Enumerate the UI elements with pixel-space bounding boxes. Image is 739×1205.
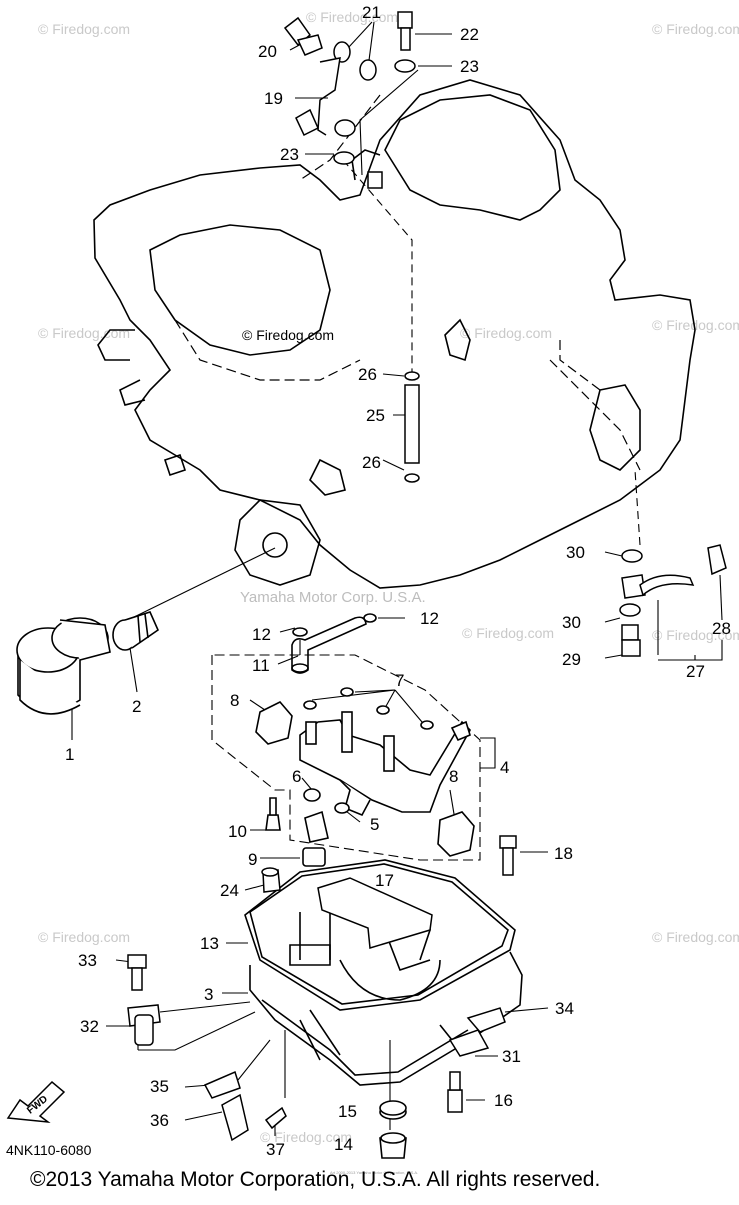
callout-17: 17 xyxy=(375,871,394,890)
callout-31: 31 xyxy=(502,1047,521,1066)
callout-16: 16 xyxy=(494,1091,513,1110)
callout-22: 22 xyxy=(460,25,479,44)
callout-32: 32 xyxy=(80,1017,99,1036)
callout-12: 12 xyxy=(420,609,439,628)
callout-33: 33 xyxy=(78,951,97,970)
oil-pump xyxy=(299,687,471,817)
callout-14: 14 xyxy=(334,1135,353,1154)
callout-28: 28 xyxy=(712,619,731,638)
callout-3: 3 xyxy=(204,985,213,1004)
callout-9: 9 xyxy=(248,850,257,869)
callout-36: 36 xyxy=(150,1111,169,1130)
watermarks: © Firedog.com © Firedog.com © Firedog.co… xyxy=(38,9,739,1145)
pump-fittings xyxy=(265,797,329,867)
callout-18: 18 xyxy=(554,844,573,863)
callout-26: 26 xyxy=(358,365,377,384)
callout-23: 23 xyxy=(280,145,299,164)
cable-holder xyxy=(448,1007,506,1057)
union-bolt xyxy=(112,611,160,651)
watermark-firedog: © Firedog.com xyxy=(462,625,554,641)
callout-27: 27 xyxy=(686,662,705,681)
watermark-firedog: © Firedog.com xyxy=(306,9,398,25)
callout-24: 24 xyxy=(220,881,239,900)
oil-pump-assembly-box xyxy=(211,654,481,861)
oil-filter xyxy=(16,617,111,715)
copyright-footer: ©2013 Yamaha Motor Corporation, U.S.A. A… xyxy=(30,1168,601,1191)
watermark-firedog: © Firedog.com xyxy=(652,627,739,643)
callout-23: 23 xyxy=(460,57,479,76)
damper xyxy=(255,701,475,857)
callout-10: 10 xyxy=(228,822,247,841)
callout-15: 15 xyxy=(338,1102,357,1121)
watermark-firedog: © Firedog.com xyxy=(460,325,552,341)
oil-delivery-pipe xyxy=(283,11,416,189)
callout-19: 19 xyxy=(264,89,283,108)
callout-34: 34 xyxy=(555,999,574,1018)
callout-5: 5 xyxy=(370,815,379,834)
watermark-firedog: © Firedog.com xyxy=(38,325,130,341)
bracket xyxy=(203,1070,249,1142)
watermark-yamaha: Yamaha Motor Corp. U.S.A. xyxy=(240,589,426,606)
callout-21: 21 xyxy=(362,3,381,22)
oil-pipe xyxy=(291,613,377,674)
callout-30: 30 xyxy=(562,613,581,632)
small-print: Art 2000-2013 Yamaha Motor Corporation, … xyxy=(330,1170,419,1175)
callout-35: 35 xyxy=(150,1077,169,1096)
bolts xyxy=(127,835,517,1130)
plug-24 xyxy=(261,867,281,893)
callout-29: 29 xyxy=(562,650,581,669)
watermark-firedog: © Firedog.com xyxy=(652,21,739,37)
callout-30: 30 xyxy=(566,543,585,562)
diagram-code: 4NK110-6080 xyxy=(6,1142,92,1158)
callout-20: 20 xyxy=(258,42,277,61)
callouts: 1 2 3 4 5 6 7 8 8 9 10 11 12 12 13 14 15… xyxy=(65,3,731,1159)
drain-bolt xyxy=(379,1100,407,1159)
watermark-firedog: © Firedog.com xyxy=(260,1129,352,1145)
watermark-firedog: © Firedog.com xyxy=(38,21,130,37)
watermark-firedog: © Firedog.com xyxy=(652,317,739,333)
watermark-firedog: © Firedog.com xyxy=(652,929,739,945)
fwd-arrow: FWD xyxy=(6,1080,66,1124)
watermark-firedog-dark: © Firedog.com xyxy=(242,327,334,343)
watermark-firedog: © Firedog.com xyxy=(38,929,130,945)
callout-13: 13 xyxy=(200,934,219,953)
callout-26: 26 xyxy=(362,453,381,472)
baffle-plate xyxy=(317,877,433,949)
callout-11: 11 xyxy=(252,656,270,675)
callout-2: 2 xyxy=(132,697,141,716)
callout-37: 37 xyxy=(266,1140,285,1159)
callout-25: 25 xyxy=(366,406,385,425)
oil-hose-27 xyxy=(619,544,727,657)
callout-12: 12 xyxy=(252,625,271,644)
callout-4: 4 xyxy=(500,758,509,777)
callout-7: 7 xyxy=(395,671,404,690)
callout-1: 1 xyxy=(65,745,74,764)
callout-6: 6 xyxy=(292,767,301,786)
engine-hidden-lines xyxy=(174,94,641,471)
oil-pipe-25 xyxy=(404,371,420,483)
collar-32 xyxy=(127,1004,161,1046)
callout-8: 8 xyxy=(449,767,458,786)
callout-8: 8 xyxy=(230,691,239,710)
